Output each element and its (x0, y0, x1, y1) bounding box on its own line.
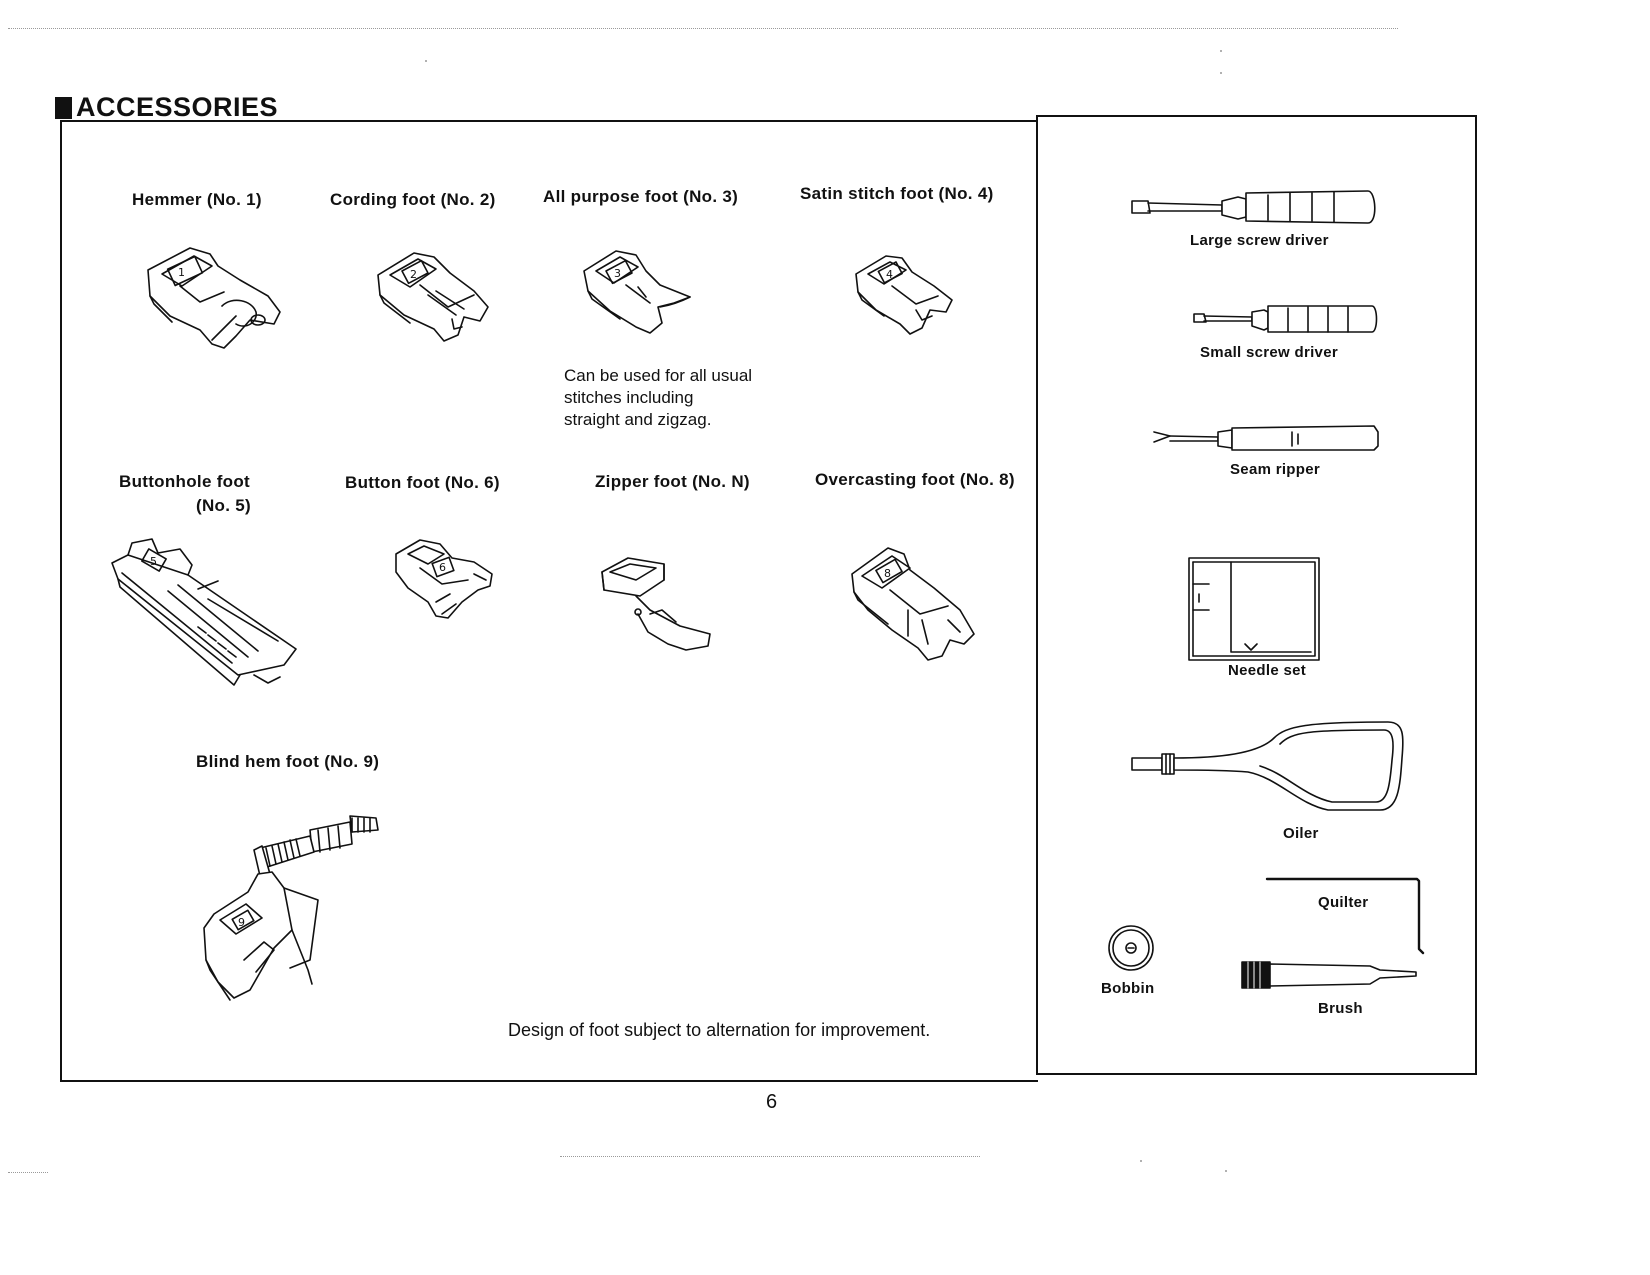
satin-stitch-foot-image: 4 (852, 250, 962, 345)
small-screw-driver-image (1190, 302, 1380, 337)
brush-label: Brush (1318, 1000, 1363, 1017)
scan-speck (1220, 50, 1222, 52)
svg-text:8: 8 (884, 567, 891, 580)
scan-artifact-bottom (560, 1156, 980, 1158)
quilter-image (1265, 875, 1440, 955)
scan-speck (1225, 1170, 1227, 1172)
quilter-label: Quilter (1318, 894, 1369, 911)
blind-hem-foot-label: Blind hem foot (No. 9) (196, 752, 380, 771)
svg-text:1: 1 (178, 266, 185, 279)
cording-foot-image: 2 (370, 245, 510, 350)
page-title-text: ACCESSORIES (76, 92, 279, 122)
oiler-label: Oiler (1283, 825, 1319, 842)
large-screw-driver-image (1128, 187, 1378, 232)
needle-set-image (1185, 554, 1325, 666)
feet-panel (60, 120, 1038, 1082)
small-screw-driver-label: Small screw driver (1200, 344, 1338, 361)
all-purpose-note: Can be used for all usual stitches inclu… (564, 366, 753, 429)
design-note: Design of foot subject to alternation fo… (508, 1020, 931, 1040)
brush-image (1240, 958, 1420, 992)
large-screw-driver-label: Large screw driver (1190, 232, 1329, 249)
tools-panel (1036, 115, 1477, 1075)
seam-ripper-image (1152, 422, 1382, 454)
needle-set-label: Needle set (1228, 662, 1307, 679)
page-number: 6 (766, 1091, 778, 1113)
svg-text:9: 9 (238, 916, 245, 929)
button-foot-image: 6 (390, 528, 505, 628)
buttonhole-foot-image: 5 (108, 525, 303, 690)
scan-artifact-bottom-left (8, 1172, 48, 1174)
blind-hem-foot-image: 9 (200, 810, 385, 1005)
zipper-foot-label: Zipper foot (No. N) (595, 472, 750, 491)
scan-artifact-top (8, 28, 1398, 30)
scan-speck (1220, 72, 1222, 74)
button-foot-label: Button foot (No. 6) (345, 473, 500, 492)
bobbin-label: Bobbin (1101, 980, 1155, 997)
scan-speck (1140, 1160, 1142, 1162)
all-purpose-foot-label: All purpose foot (No. 3) (543, 187, 739, 206)
scan-speck (425, 60, 427, 62)
overcasting-foot-label: Overcasting foot (No. 8) (815, 470, 1015, 489)
svg-text:2: 2 (410, 268, 417, 281)
svg-text:6: 6 (439, 561, 446, 574)
oiler-image (1128, 718, 1408, 818)
buttonhole-foot-label-line1: Buttonhole foot (119, 472, 251, 491)
hemmer-foot-image: 1 (140, 240, 290, 355)
buttonhole-foot-label-line2: (No. 5) (196, 496, 251, 515)
svg-text:4: 4 (886, 268, 893, 281)
title-bullet-icon (55, 96, 72, 119)
all-purpose-foot-image: 3 (580, 245, 700, 345)
zipper-foot-image (598, 550, 723, 655)
overcasting-foot-image: 8 (848, 540, 983, 665)
svg-text:3: 3 (614, 267, 621, 280)
svg-text:5: 5 (150, 555, 157, 568)
page-title: ACCESSORIES (55, 92, 278, 123)
seam-ripper-label: Seam ripper (1230, 461, 1321, 478)
bobbin-image (1106, 923, 1156, 973)
cording-foot-label: Cording foot (No. 2) (330, 190, 496, 209)
hemmer-label: Hemmer (No. 1) (132, 190, 262, 209)
satin-stitch-foot-label: Satin stitch foot (No. 4) (800, 184, 994, 203)
